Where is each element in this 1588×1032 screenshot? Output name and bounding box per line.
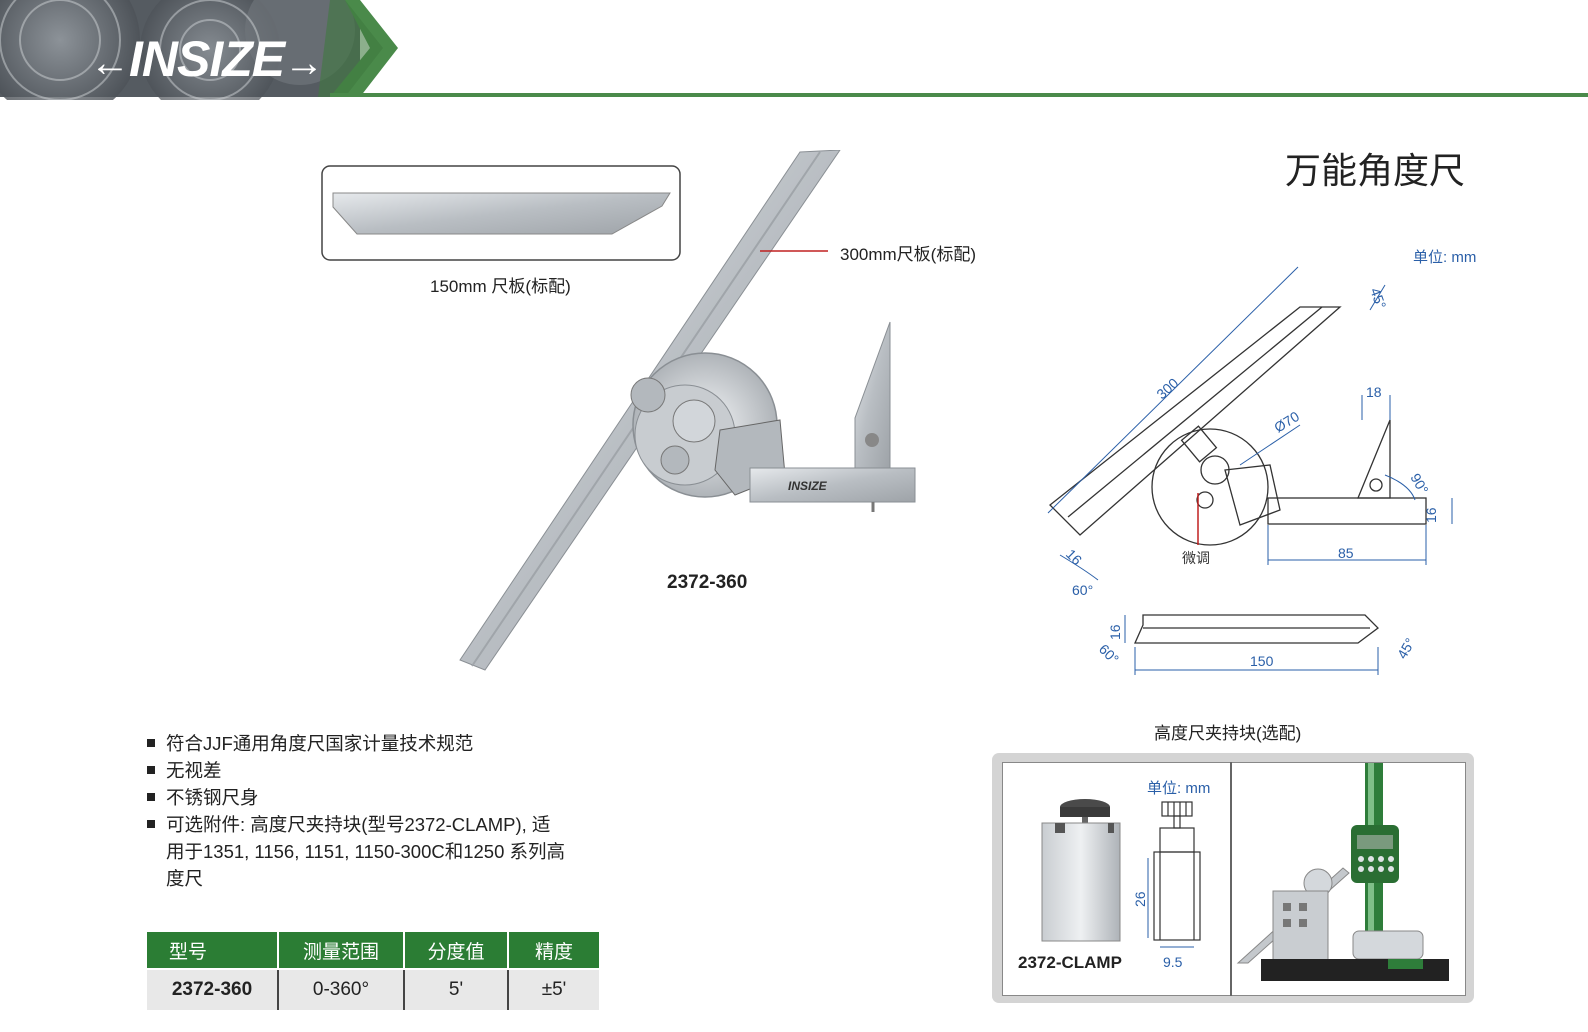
cell-resolution: 5' xyxy=(404,968,509,1010)
feature-item: 不锈钢尺身 xyxy=(145,784,595,811)
header-model: 型号 xyxy=(147,932,279,969)
cell-model: 2372-360 xyxy=(147,968,279,1010)
technical-drawing: 300 Ø70 18 90° 45° 16 85 16 60° 16 60° 1… xyxy=(1047,266,1453,675)
clamp-dim-width: 9.5 xyxy=(1163,954,1183,970)
feature-list: 符合JJF通用角度尺国家计量技术规范 无视差 不锈钢尺身 可选附件: 高度尺夹持… xyxy=(145,730,595,892)
dim-150: 150 xyxy=(1250,653,1274,669)
product-photo: INSIZE xyxy=(321,150,916,671)
spec-table: 型号 测量范围 分度值 精度 2372-360 0-360° 5' ±5' xyxy=(147,932,599,1010)
product-model: 2372-360 xyxy=(667,572,748,593)
dim-45-angle-top: 45° xyxy=(1367,286,1389,311)
clamp-usage-photo xyxy=(1233,763,1462,993)
header-resolution: 分度值 xyxy=(404,932,509,969)
dim-16-lower: 16 xyxy=(1107,624,1123,640)
unit-label: 单位: mm xyxy=(1413,249,1477,266)
cell-range: 0-360° xyxy=(278,968,405,1010)
clamp-drawing: 26 9.5 xyxy=(1132,801,1201,970)
long-blade-caption: 300mm尺板(标配) xyxy=(840,245,977,264)
dim-16-right: 16 xyxy=(1423,507,1439,523)
feature-item: 无视差 xyxy=(145,757,595,784)
clamp-dim-height: 26 xyxy=(1132,891,1148,907)
clamp-panel-divider xyxy=(1230,762,1232,996)
clamp-model: 2372-CLAMP xyxy=(1018,953,1122,972)
header-accuracy: 精度 xyxy=(508,932,599,969)
fine-adjust-label: 微调 xyxy=(1182,551,1210,567)
brand-logo: ←INSIZE→ xyxy=(90,31,324,87)
dim-18: 18 xyxy=(1366,384,1382,400)
dim-dial: Ø70 xyxy=(1271,408,1302,436)
header-range: 测量范围 xyxy=(278,932,405,969)
feature-item: 符合JJF通用角度尺国家计量技术规范 xyxy=(145,730,595,757)
page-title: 万能角度尺 xyxy=(1285,151,1466,192)
clamp-title: 高度尺夹持块(选配) xyxy=(1154,724,1302,743)
feature-item: 可选附件: 高度尺夹持块(型号2372-CLAMP), 适用于1351, 115… xyxy=(145,811,566,892)
cell-accuracy: ±5' xyxy=(508,968,599,1010)
dim-60-angle: 60° xyxy=(1072,582,1093,598)
header-rule xyxy=(330,93,1588,97)
dim-16-left: 16 xyxy=(1063,546,1085,568)
instrument-brand-mark: INSIZE xyxy=(788,479,828,493)
table-row: 2372-360 0-360° 5' ±5' xyxy=(147,968,599,1010)
dim-85: 85 xyxy=(1338,545,1354,561)
dim-60-lower: 60° xyxy=(1096,641,1122,667)
dim-300: 300 xyxy=(1153,375,1181,403)
clamp-photo xyxy=(1041,799,1121,942)
short-blade-caption: 150mm 尺板(标配) xyxy=(430,277,571,296)
header-banner xyxy=(0,0,398,100)
dim-45-lower: 45° xyxy=(1394,635,1418,661)
clamp-unit-label: 单位: mm xyxy=(1147,780,1211,797)
